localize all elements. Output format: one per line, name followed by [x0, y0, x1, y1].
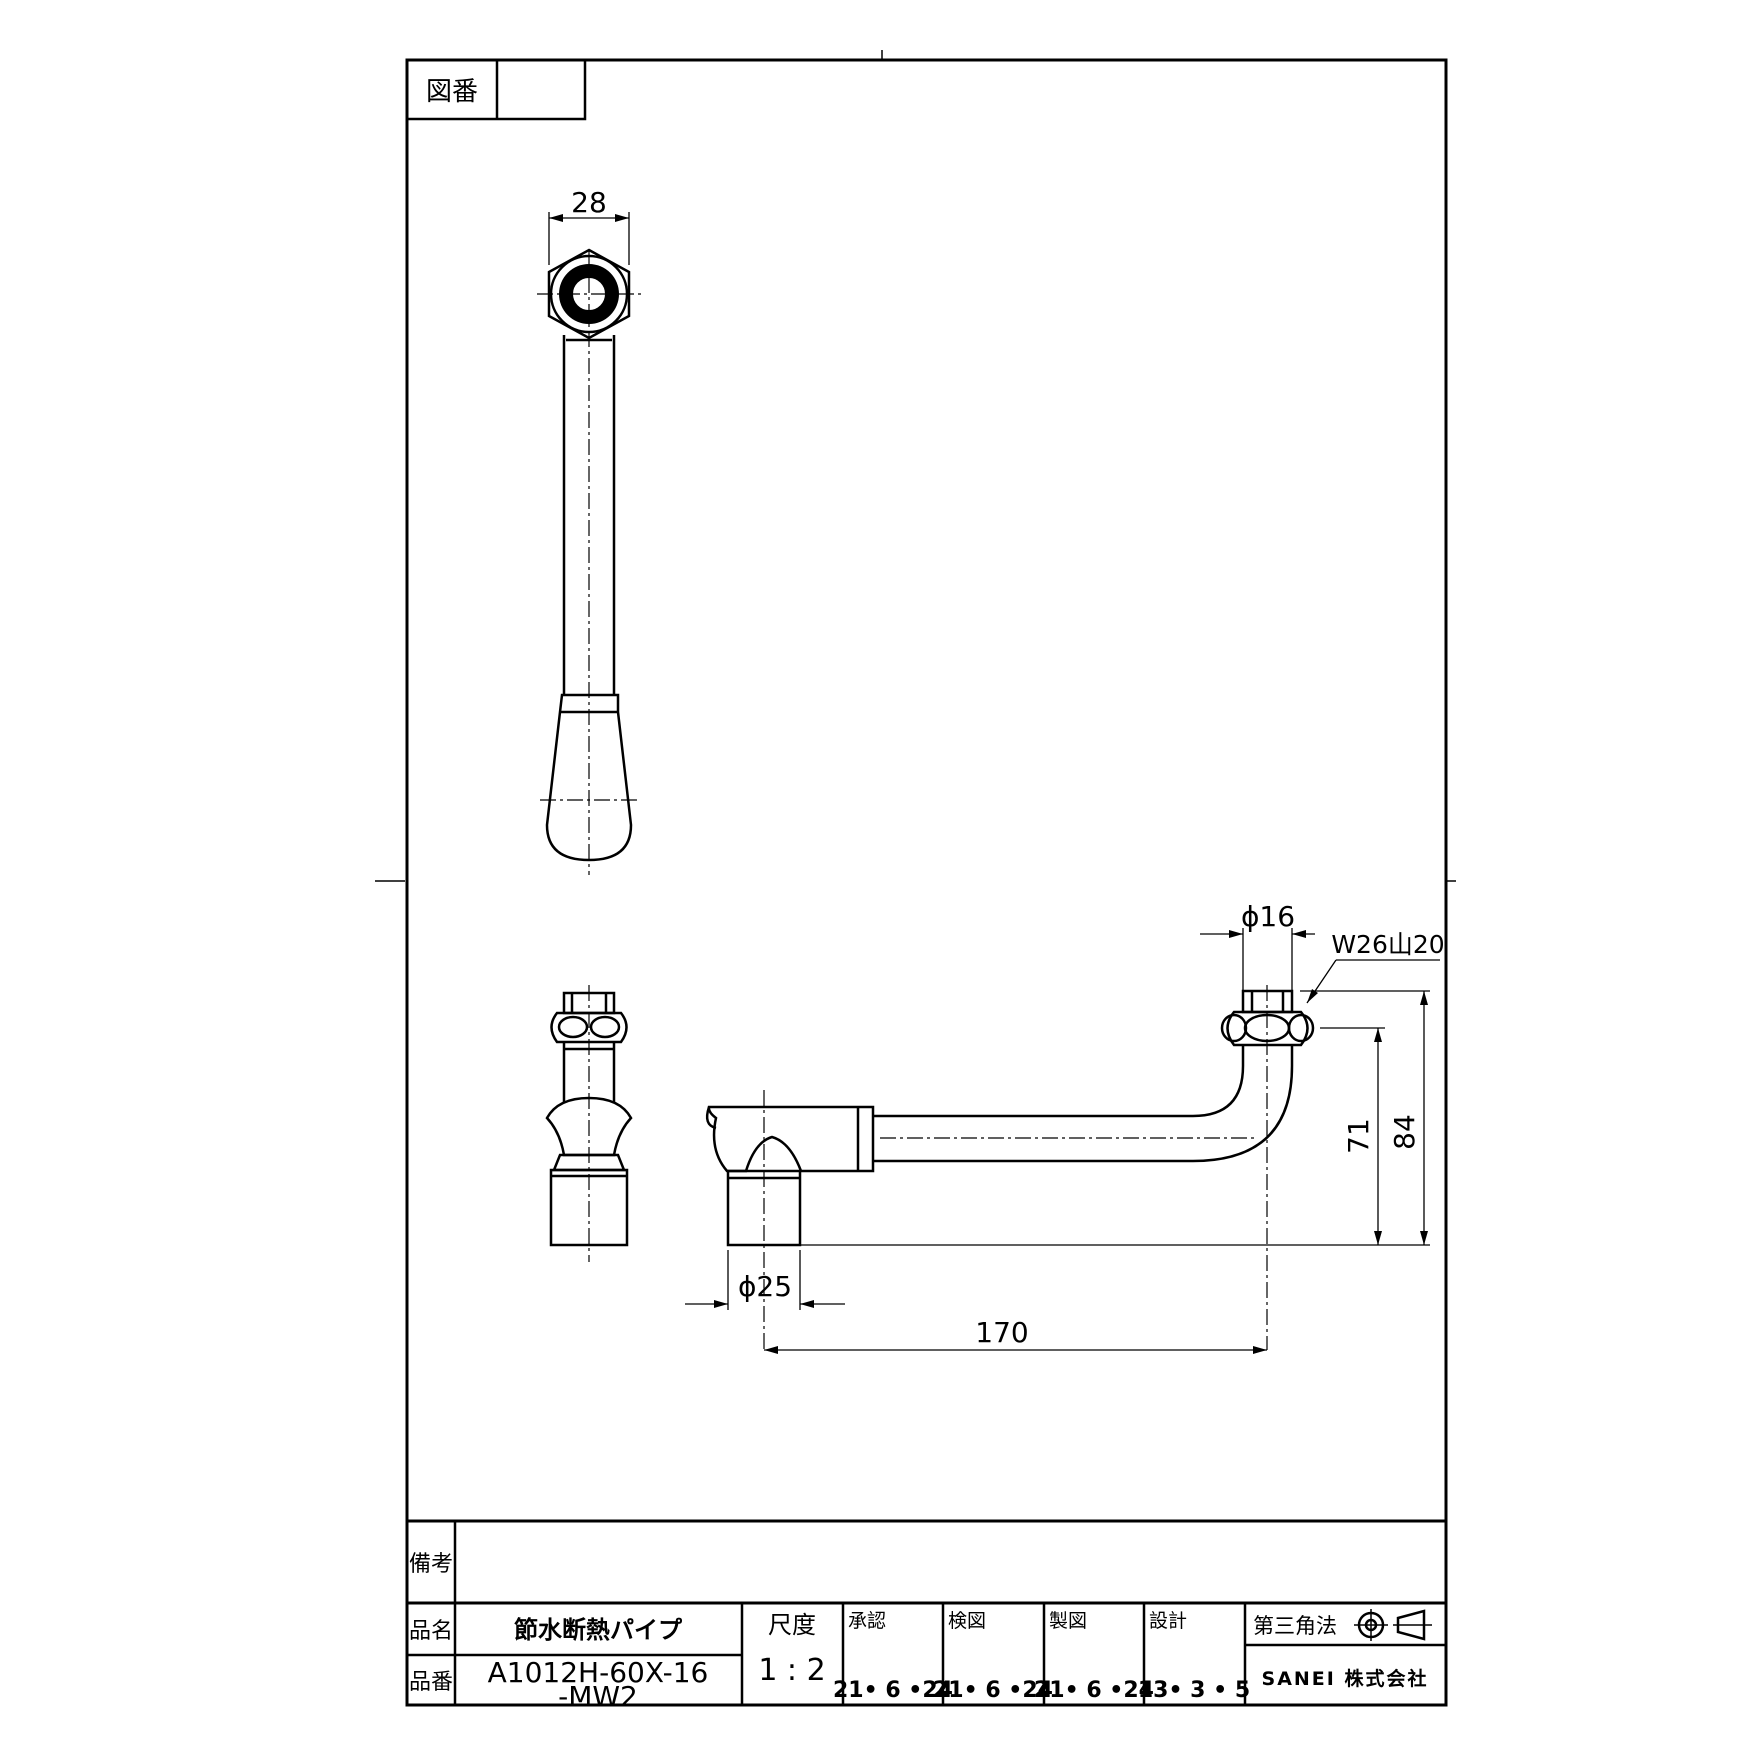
- scale-label: 尺度: [768, 1611, 816, 1639]
- product-number-line1: A1012H-60X-16: [488, 1656, 709, 1689]
- product-name-label: 品名: [409, 1619, 453, 1644]
- dimension-height-71: 71: [1342, 1118, 1375, 1154]
- top-view: 28: [537, 186, 641, 875]
- approval-label: 承認: [848, 1610, 886, 1632]
- check-date: 21• 6 •24: [933, 1678, 1053, 1703]
- product-number-line2: -MW2: [558, 1680, 638, 1713]
- design-label: 設計: [1149, 1610, 1187, 1632]
- spout-pipe: [873, 1045, 1245, 1118]
- product-number-label: 品番: [409, 1670, 453, 1695]
- remarks-row: 備考: [407, 1519, 1446, 1603]
- dimension-base-diameter: ϕ25: [738, 1270, 792, 1303]
- remarks-label: 備考: [409, 1552, 453, 1577]
- scale-value: 1 : 2: [758, 1653, 825, 1688]
- check-label: 検図: [948, 1610, 986, 1632]
- product-name: 節水断熱パイプ: [514, 1616, 683, 1644]
- drafting-date: 21• 6 •24: [1034, 1678, 1154, 1703]
- dimension-width-28: 28: [571, 186, 607, 219]
- front-view: ϕ16 W26山20 71 84 ϕ25 170: [685, 900, 1445, 1354]
- projection-label: 第三角法: [1253, 1614, 1337, 1638]
- drawing-number-label: 図番: [426, 77, 478, 107]
- dimension-length-170: 170: [975, 1316, 1028, 1349]
- drawing-number-box: 図番: [405, 58, 587, 121]
- title-block: 品名 節水断熱パイプ 品番 A1012H-60X-16 -MW2 尺度 1 : …: [407, 1601, 1446, 1713]
- dimension-pipe-diameter: ϕ16: [1241, 900, 1295, 933]
- third-angle-projection-icon: [1354, 1609, 1432, 1641]
- drawing-frame: [405, 58, 1448, 1707]
- top-nut: [1226, 1010, 1309, 1047]
- dimension-height-84: 84: [1388, 1114, 1421, 1150]
- approval-date: 21• 6 •24: [833, 1678, 953, 1703]
- drafting-label: 製図: [1049, 1610, 1087, 1632]
- dimension-thread: W26山20: [1331, 930, 1444, 959]
- base-body: [707, 1105, 875, 1173]
- side-grip: [545, 1096, 633, 1157]
- side-view: [545, 985, 633, 1262]
- centering-marks: [375, 50, 1456, 882]
- design-date: 13• 3 • 5: [1138, 1678, 1250, 1703]
- company-name: SANEI 株式会社: [1262, 1667, 1429, 1690]
